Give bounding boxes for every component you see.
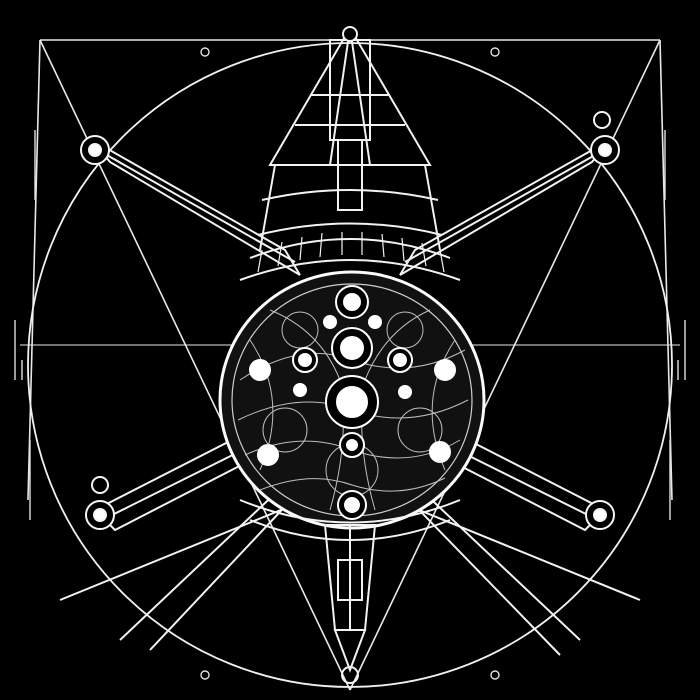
main-sphere xyxy=(218,270,486,530)
edge-marks xyxy=(14,47,686,680)
outer-circle xyxy=(27,42,673,688)
collar xyxy=(239,232,461,281)
spire xyxy=(257,26,443,251)
arm-joints xyxy=(80,111,620,530)
lower-stem xyxy=(239,499,461,684)
